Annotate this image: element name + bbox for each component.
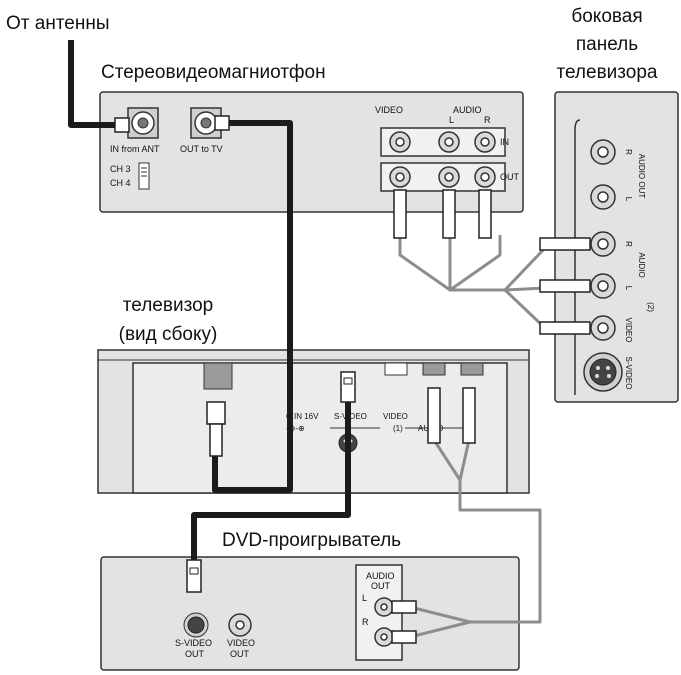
dvd-label: DVD-проигрыватель xyxy=(222,530,401,551)
vcr-in-label: IN xyxy=(500,137,509,147)
tv-side-svideo-label: S-VIDEO xyxy=(624,357,633,390)
dvd-svideo-label: S-VIDEO xyxy=(175,638,212,648)
vcr-out-audio-r-jack xyxy=(474,166,496,188)
vcr-out-audio-l-jack xyxy=(438,166,460,188)
tv-rear-input1-label: (1) xyxy=(393,424,403,433)
tv-side-out-r-label: R xyxy=(624,149,633,155)
dvd-audio-l-label: L xyxy=(362,593,367,603)
dvd-audio-cable xyxy=(409,439,542,639)
tv-video-in2-jack xyxy=(590,315,616,341)
dvd-video-out-label: OUT xyxy=(230,649,250,659)
tv-side-view-label-2: (вид сбоку) xyxy=(119,324,218,345)
tv-side-in-r-label: R xyxy=(624,241,633,247)
dvd-svideo-jack xyxy=(183,612,209,638)
vcr-av-plugs xyxy=(393,189,492,239)
svideo-plug-dvd xyxy=(186,559,202,593)
vcr-l-label: L xyxy=(449,115,454,125)
vcr-out-label: OUT xyxy=(500,172,520,182)
dvd-audio-out-label-2: OUT xyxy=(371,581,391,591)
tv-side-audio-in-label: AUDIO xyxy=(637,252,646,277)
vcr-audio-label: AUDIO xyxy=(453,105,482,115)
tv-side-panel-label-3: телевизора xyxy=(557,62,658,83)
dvd-audio-out-label-1: AUDIO xyxy=(366,571,395,581)
svideo-plug-tv xyxy=(340,371,356,403)
ant-in-jack xyxy=(127,107,159,139)
dvd-audio-r-label: R xyxy=(362,617,369,627)
dvd-audio-plugs xyxy=(391,600,417,644)
vcr-video-label: VIDEO xyxy=(375,105,403,115)
tv-audio-out-l-jack xyxy=(590,184,616,210)
vcr-av-cable xyxy=(398,235,547,330)
svideo-cable xyxy=(191,400,351,565)
out-to-tv-label: OUT to TV xyxy=(180,144,223,154)
tv-side-av-plugs xyxy=(539,237,591,335)
vcr-out-video-jack xyxy=(389,166,411,188)
tv-side-out-l-label: L xyxy=(624,197,633,202)
rf-plug-tv xyxy=(206,401,226,457)
rf-plug-vcr xyxy=(214,115,230,131)
tv-side-view-panel: C IN 16V -⊖-⊕ S-VIDEO VIDEO (1) AUDIO xyxy=(97,349,530,494)
tv-dc-connector-block xyxy=(203,362,233,390)
vcr-in-video-jack xyxy=(389,131,411,153)
tv-rear-audio-plugs xyxy=(427,387,476,444)
tv-side-video-label: VIDEO xyxy=(624,318,633,343)
tv-dc-symbol: -⊖-⊕ xyxy=(286,424,305,433)
ch4-label: CH 4 xyxy=(110,178,131,188)
vcr-r-label: R xyxy=(484,115,491,125)
dvd-video-label: VIDEO xyxy=(227,638,255,648)
vcr-panel: IN from ANT OUT to TV CH 3 CH 4 VIDEO AU… xyxy=(99,91,524,213)
tv-audio-in-l-jack xyxy=(590,273,616,299)
antenna-cable xyxy=(68,40,120,128)
tv-audio-in-r-jack xyxy=(590,231,616,257)
dvd-audio-r-jack xyxy=(374,627,394,647)
rf-cable xyxy=(212,120,293,493)
tv-side-view-label-1: телевизор xyxy=(123,295,213,316)
tv-svideo-in2-jack xyxy=(583,352,623,392)
vcr-in-audio-r-jack xyxy=(474,131,496,153)
dvd-panel: S-VIDEO OUT VIDEO OUT AUDIO OUT L R xyxy=(100,556,520,671)
tv-side-panel-label-2: панель xyxy=(576,34,638,55)
antenna-plug xyxy=(114,117,130,133)
tv-side-panel-label-1: боковая xyxy=(571,6,642,27)
tv-rear-video-label: VIDEO xyxy=(383,412,408,421)
tv-audio-out-r-jack xyxy=(590,139,616,165)
dvd-audio-l-jack xyxy=(374,597,394,617)
ch3-label: CH 3 xyxy=(110,164,131,174)
tv-side-audio-out-label: AUDIO OUT xyxy=(637,154,646,199)
tv-side-input2-label: (2) xyxy=(646,302,655,312)
dvd-video-jack xyxy=(228,613,252,637)
vcr-label: Стереовидеомагниотфон xyxy=(101,62,326,83)
tv-side-in-l-label: L xyxy=(624,286,633,291)
vcr-in-audio-l-jack xyxy=(438,131,460,153)
tv-dc-in-label: C IN 16V xyxy=(286,412,319,421)
dvd-svideo-out-label: OUT xyxy=(185,649,205,659)
in-from-ant-label: IN from ANT xyxy=(110,144,160,154)
antenna-label: От антенны xyxy=(6,13,110,34)
